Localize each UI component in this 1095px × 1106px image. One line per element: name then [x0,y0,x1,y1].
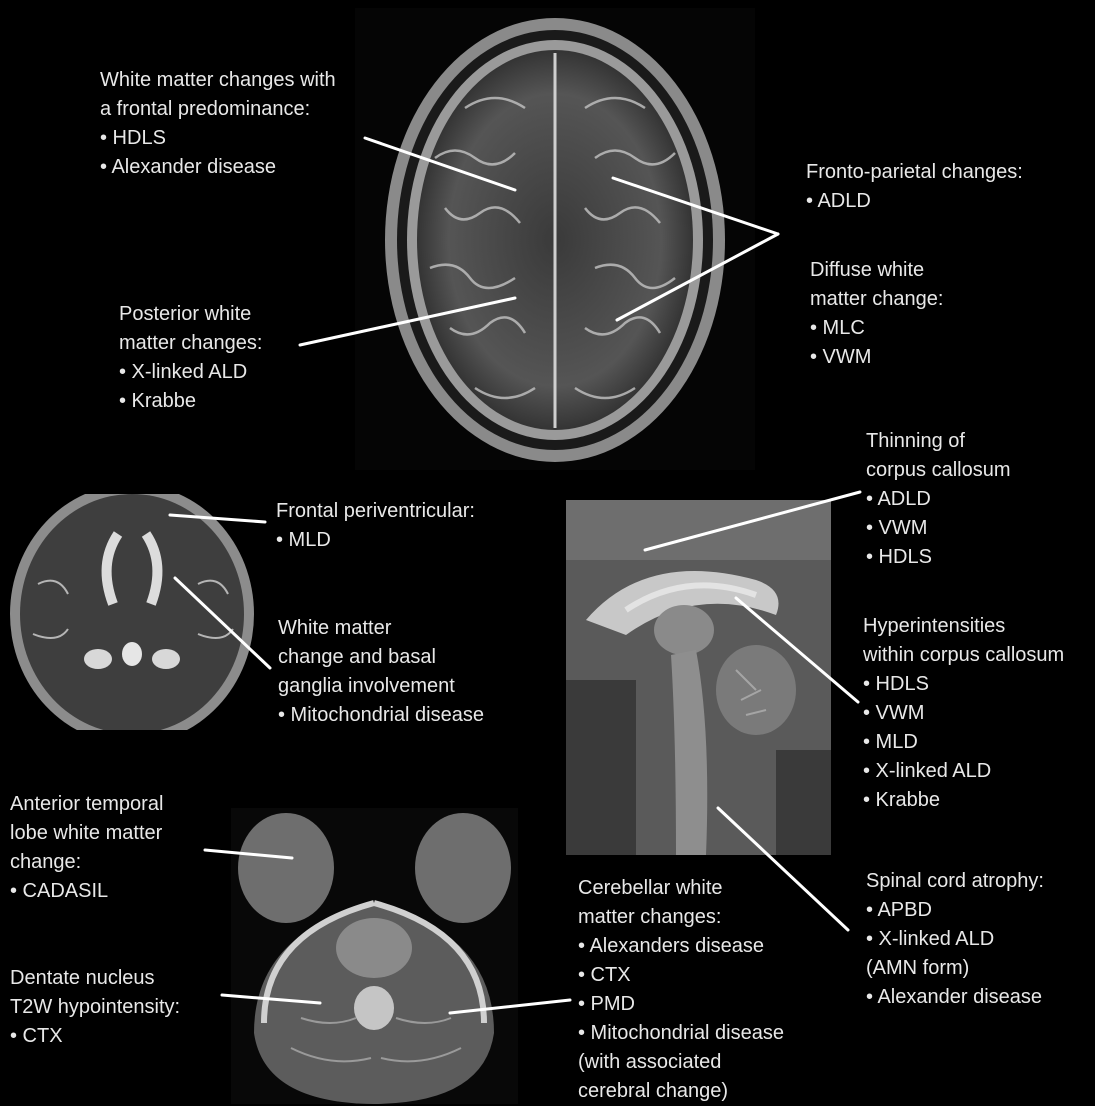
sagittal-drawing [566,500,831,855]
label-line: lobe white matter [10,819,163,848]
label-cerebellar-white-matter: Cerebellar white matter changes: • Alexa… [578,874,784,1106]
label-line: Cerebellar white [578,874,784,903]
label-line: • HDLS [100,124,336,153]
label-frontal-periventricular: Frontal periventricular: • MLD [276,497,475,555]
label-line: • CADASIL [10,877,163,906]
label-anterior-temporal: Anterior temporal lobe white matter chan… [10,790,163,906]
label-spinal-cord-atrophy: Spinal cord atrophy: • APBD • X-linked A… [866,867,1044,1012]
label-line: Hyperintensities [863,612,1095,641]
label-line: • VWM [866,514,1011,543]
label-line: • Mitochondrial disease [278,701,484,730]
axial-basal-ganglia-mri-image [8,494,256,730]
label-line: • MLC [810,314,943,343]
label-diffuse-white-matter: Diffuse white matter change: • MLC • VWM [810,256,943,372]
label-frontal-predominance: White matter changes with a frontal pred… [100,66,336,182]
label-line: Dentate nucleus [10,964,180,993]
label-fronto-parietal: Fronto-parietal changes: • ADLD [806,158,1023,216]
label-line: • Alexander disease [866,983,1044,1012]
label-line: • ADLD [806,187,1023,216]
label-line: (with associated [578,1048,784,1077]
label-line: Posterior white [119,300,262,329]
label-line: T2W hypointensity: [10,993,180,1022]
label-line: Frontal periventricular: [276,497,475,526]
label-line: • PMD [578,990,784,1019]
label-hyperintensities-corpus-callosum: Hyperintensities within corpus callosum … [863,612,1095,815]
label-line: • X-linked ALD [863,757,1095,786]
label-line: • VWM [810,343,943,372]
label-line: Anterior temporal [10,790,163,819]
label-line: • Alexanders disease [578,932,784,961]
label-line: • Krabbe [119,387,262,416]
label-line: • ADLD [866,485,1011,514]
axial-posterior-fossa-drawing [231,808,518,1104]
label-line: (AMN form) [866,954,1044,983]
label-line: matter changes: [578,903,784,932]
label-line: White matter changes with [100,66,336,95]
label-thinning-corpus-callosum: Thinning of corpus callosum • ADLD • VWM… [866,427,1011,572]
label-line: a frontal predominance: [100,95,336,124]
label-line: • X-linked ALD [119,358,262,387]
label-line: • HDLS [863,670,1095,699]
label-line: • Mitochondrial disease [578,1019,784,1048]
axial-cerebrum-mri-image [355,8,755,470]
label-line: change: [10,848,163,877]
label-line: • CTX [578,961,784,990]
label-line: matter changes: [119,329,262,358]
label-line: • VWM [863,699,1095,728]
label-line: corpus callosum [866,456,1011,485]
label-line: Spinal cord atrophy: [866,867,1044,896]
label-line: within corpus callosum [863,641,1095,670]
label-line: • APBD [866,896,1044,925]
label-dentate-nucleus: Dentate nucleus T2W hypointensity: • CTX [10,964,180,1051]
label-line: • X-linked ALD [866,925,1044,954]
sagittal-mri-image [566,500,831,855]
label-line: Thinning of [866,427,1011,456]
axial-cerebrum-drawing [355,8,755,470]
label-line: matter change: [810,285,943,314]
label-line: White matter [278,614,484,643]
label-line: • CTX [10,1022,180,1051]
label-line: change and basal [278,643,484,672]
label-line: • HDLS [866,543,1011,572]
label-line: • MLD [276,526,475,555]
axial-basal-ganglia-drawing [8,494,256,730]
label-line: ganglia involvement [278,672,484,701]
label-line: cerebral change) [578,1077,784,1106]
label-line: Diffuse white [810,256,943,285]
label-line: • MLD [863,728,1095,757]
label-posterior-white-matter: Posterior white matter changes: • X-link… [119,300,262,416]
label-line: • Krabbe [863,786,1095,815]
label-line: Fronto-parietal changes: [806,158,1023,187]
label-basal-ganglia: White matter change and basal ganglia in… [278,614,484,730]
label-line: • Alexander disease [100,153,336,182]
axial-posterior-fossa-mri-image [231,808,518,1104]
